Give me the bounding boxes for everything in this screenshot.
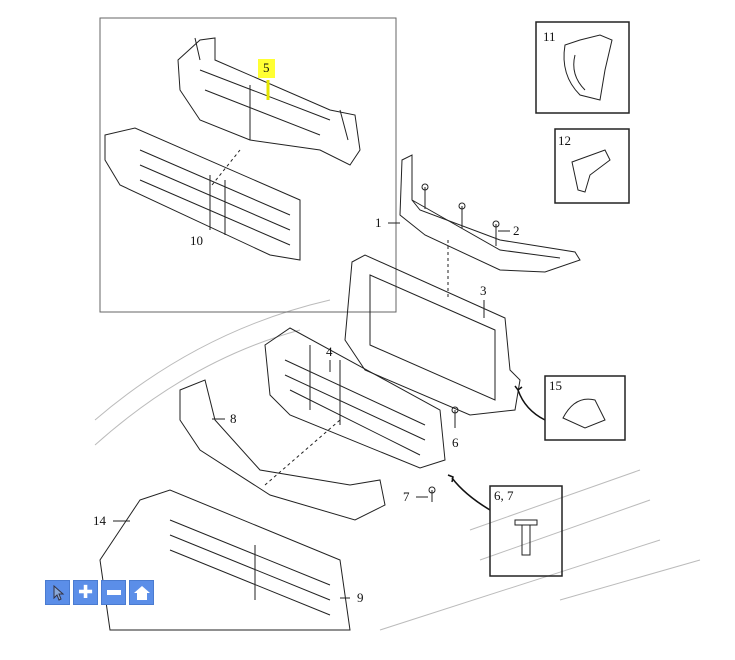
callout-6[interactable]: 6: [452, 435, 459, 450]
detail-box-15: [544, 375, 626, 441]
callout-15[interactable]: 15: [549, 378, 562, 393]
part-15: [562, 398, 606, 429]
callout-7[interactable]: 7: [403, 489, 410, 504]
zoom-in-button[interactable]: ✚: [73, 580, 98, 605]
callout-12[interactable]: 12: [558, 133, 571, 148]
callout-5[interactable]: 5: [258, 59, 275, 78]
zoom-out-icon: [106, 590, 121, 595]
arrow-67: [451, 477, 491, 511]
detail-box-6-7: [489, 485, 563, 577]
part-8-bumper-beam: [179, 379, 386, 521]
inset-frame: [99, 17, 397, 313]
part-6-7-bolt: [514, 519, 538, 556]
zoom-in-icon: ✚: [77, 582, 94, 603]
part-5-carrier: [177, 37, 361, 166]
part-11: [563, 34, 613, 101]
arrow-15: [517, 389, 546, 421]
callout-9[interactable]: 9: [357, 590, 364, 605]
pointer-icon: [53, 584, 64, 601]
callout-11[interactable]: 11: [543, 29, 556, 44]
part-10-grille-frame: [104, 127, 301, 261]
part-4-grille: [264, 327, 446, 469]
callout-14[interactable]: 14: [93, 513, 106, 528]
callout-10[interactable]: 10: [190, 233, 203, 248]
part-12: [571, 149, 611, 193]
home-icon: [133, 585, 150, 600]
detail-box-12: [554, 128, 630, 204]
car-body-outline: [94, 299, 701, 631]
callout-4[interactable]: 4: [326, 344, 333, 359]
pointer-button[interactable]: [45, 580, 70, 605]
callout-3[interactable]: 3: [480, 283, 487, 298]
zoom-toolbar: ✚: [45, 580, 154, 605]
part-3-air-duct: [344, 254, 521, 416]
detail-box-11: [535, 21, 630, 114]
callout-2[interactable]: 2: [513, 223, 520, 238]
home-button[interactable]: [129, 580, 154, 605]
leader-lines: [113, 80, 510, 599]
part-9-lower-grille: [99, 489, 351, 631]
callout-8[interactable]: 8: [230, 411, 237, 426]
screws: [421, 183, 500, 502]
callout-1[interactable]: 1: [375, 215, 382, 230]
part-1-bracket: [399, 154, 581, 273]
callout-6-7[interactable]: 6, 7: [494, 488, 514, 503]
zoom-out-button[interactable]: [101, 580, 126, 605]
